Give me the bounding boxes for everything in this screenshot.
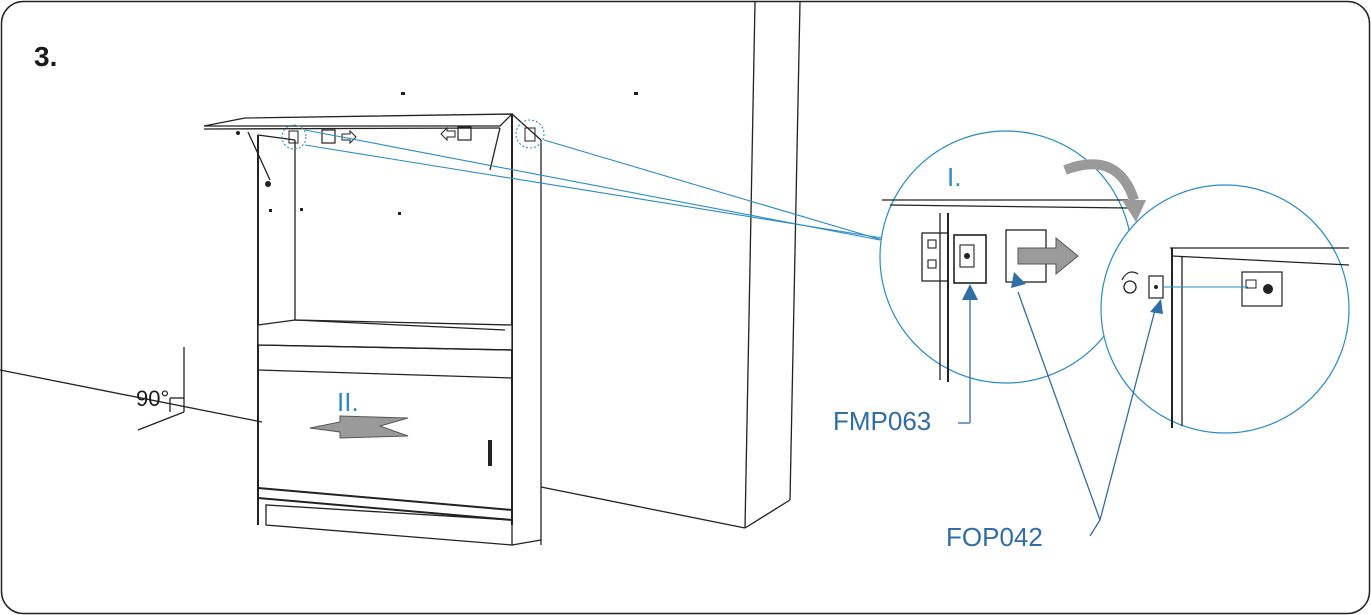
part-label-bracket: FOP042 (946, 522, 1043, 552)
step-number: 3. (34, 41, 57, 72)
step-marker-first: I. (947, 162, 961, 192)
detail-circle-second (1100, 184, 1350, 434)
callout-leaders (304, 129, 883, 241)
step-marker-second: II. (337, 387, 359, 417)
part-arrows (958, 272, 1163, 537)
callout-circle-right (515, 119, 545, 149)
rotation-arrow-head (1122, 200, 1146, 222)
cabinet (203, 113, 542, 546)
wall (0, 1, 801, 529)
part-label-connector: FMP063 (833, 406, 931, 436)
callout-circle-left (281, 124, 307, 150)
angle-label: 90° (136, 386, 169, 411)
rotation-arrow (1063, 159, 1139, 202)
angle-marker (137, 347, 185, 431)
pull-arrow (309, 415, 409, 439)
